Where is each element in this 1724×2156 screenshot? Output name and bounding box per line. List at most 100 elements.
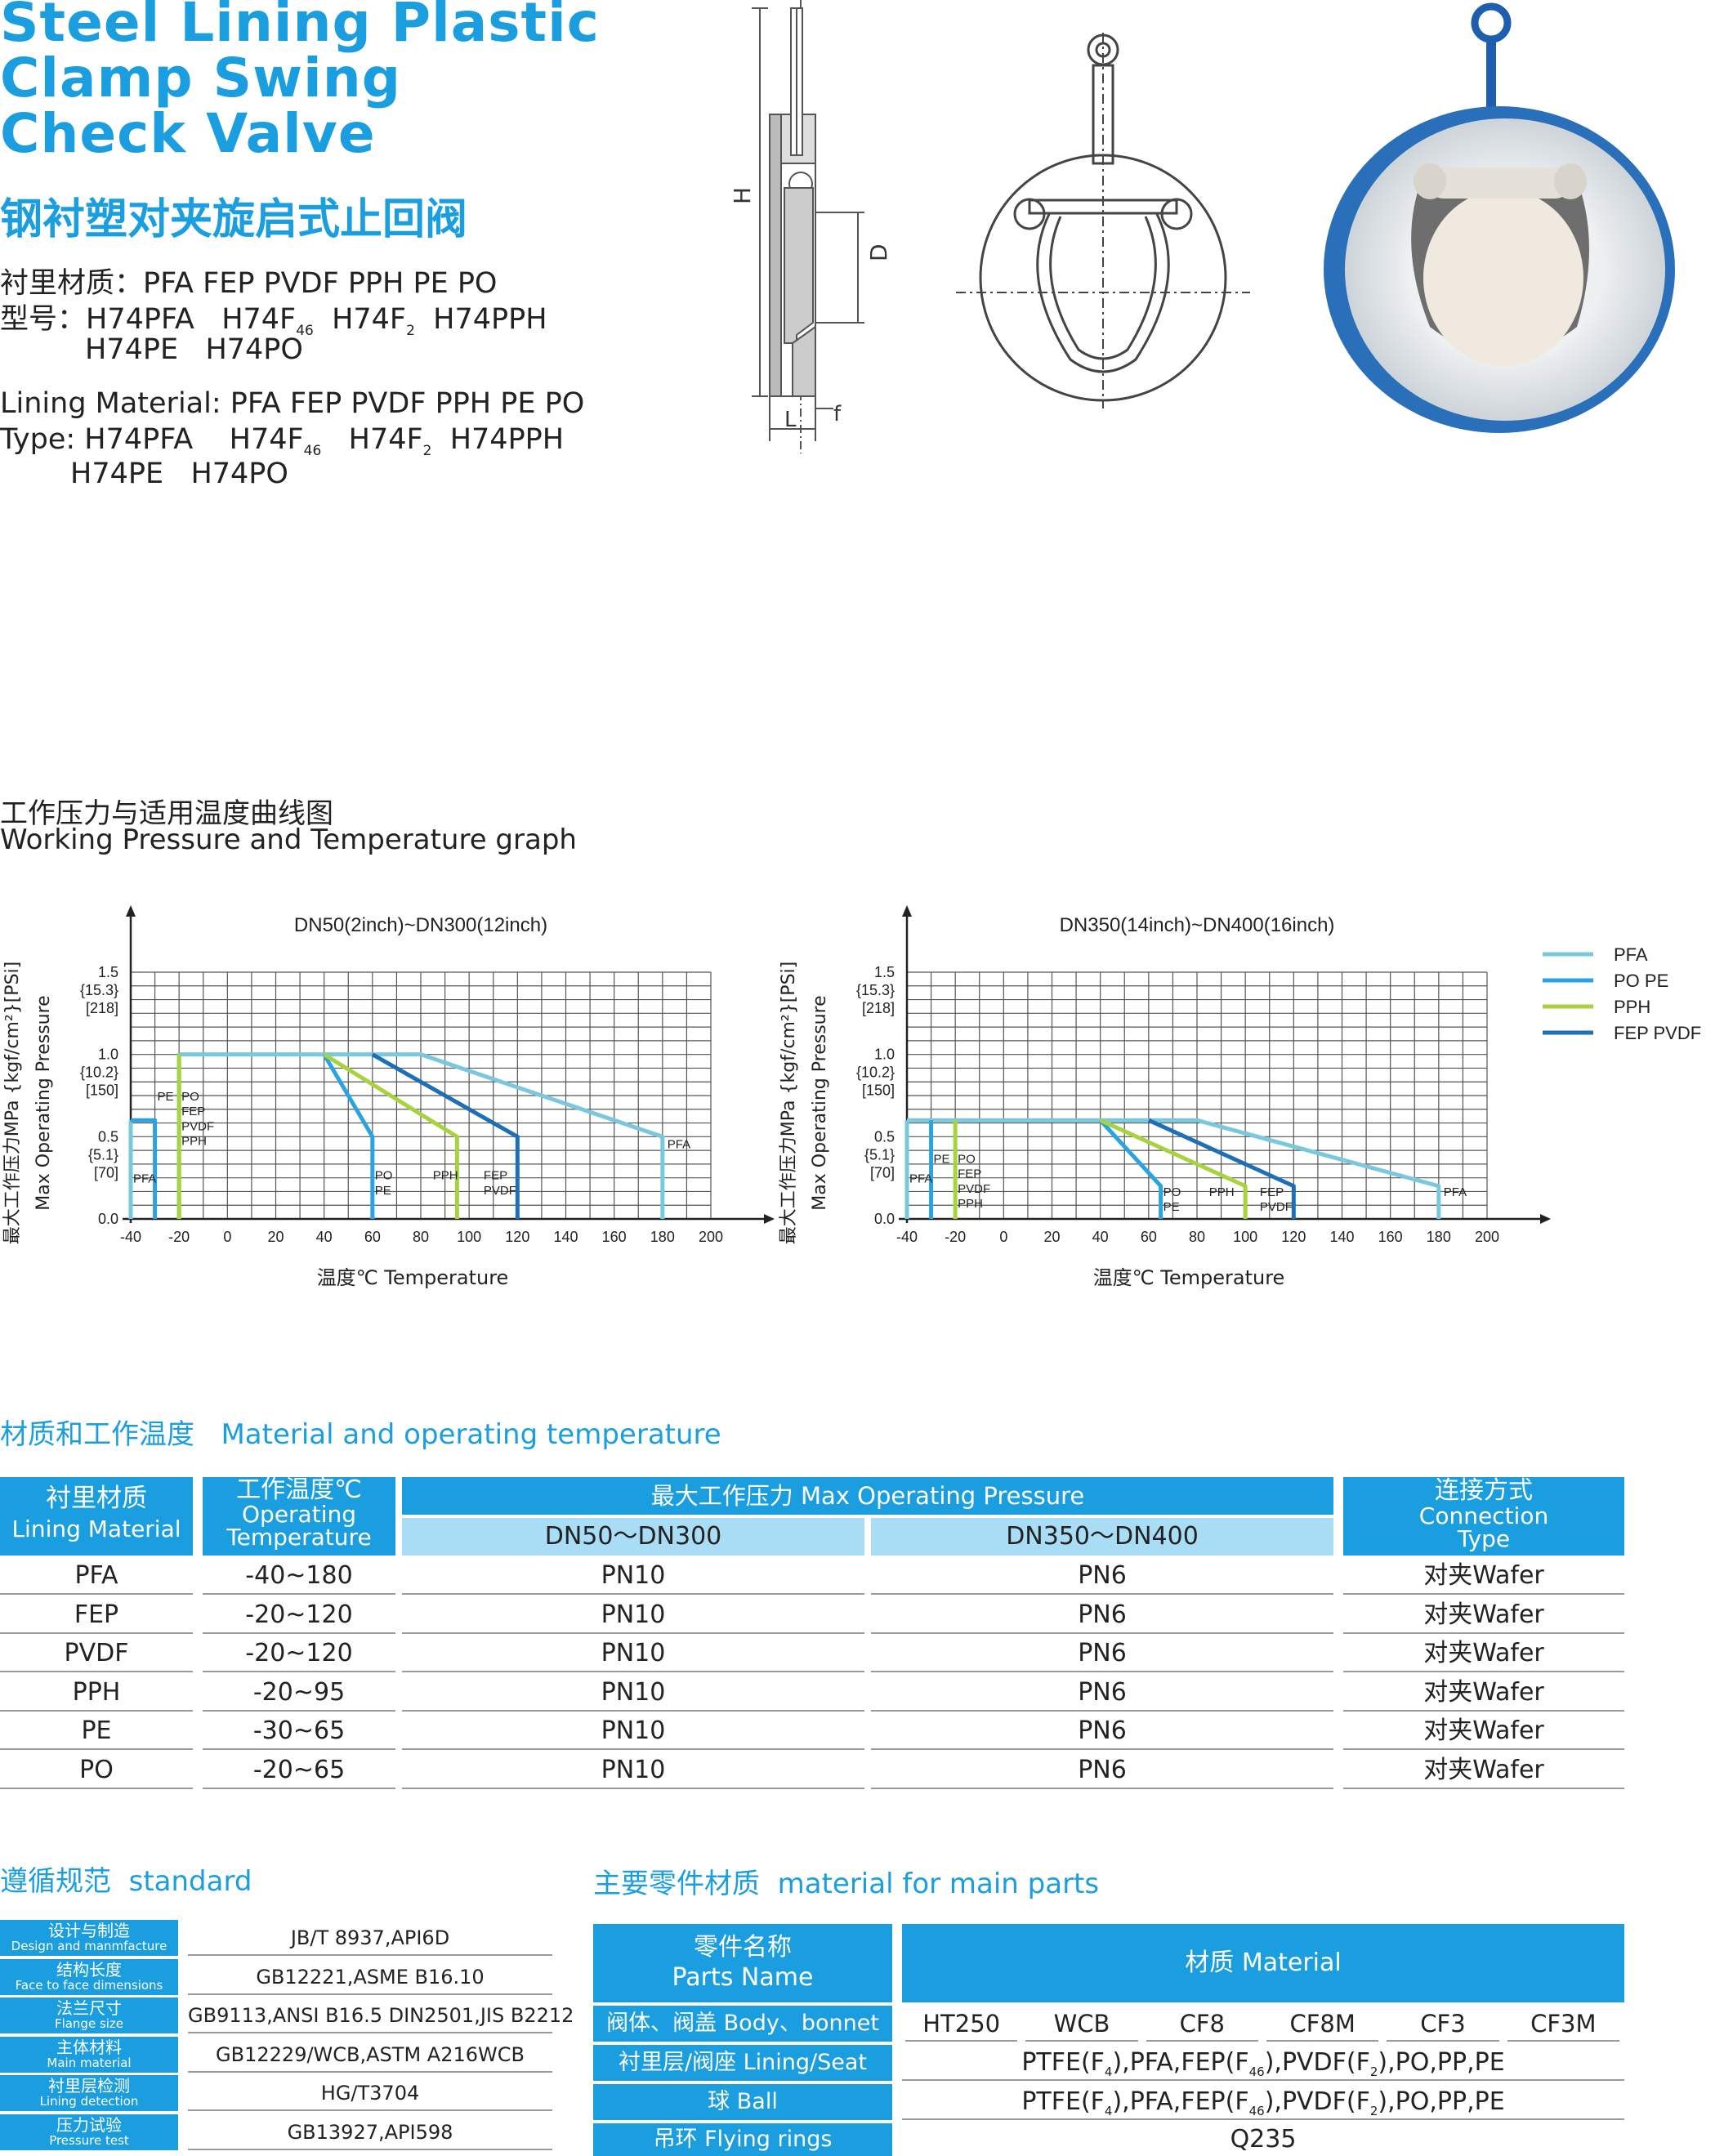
series-line-fep-pvdf (1147, 1118, 1296, 1219)
y-axis-label-en: Max Operating Pressure (33, 995, 54, 1210)
material-cell-p1: PN10 (402, 1674, 864, 1712)
th-conn-cn: 连接方式 (1435, 1476, 1533, 1505)
y-axis-label-en: Max Operating Pressure (810, 995, 830, 1210)
spec-text: Type: H74PFA H74F (0, 423, 304, 456)
parts-row-ball-value: PTFE(F4),PFA,FEP(F46),PVDF(F2),PO,PP,PE (902, 2084, 1624, 2120)
spec-text: H74F (313, 303, 407, 336)
th-dn2: DN350～DN400 (871, 1518, 1333, 1556)
th-dn1: DN50～DN300 (402, 1518, 864, 1556)
spec-en-line-2: Type: H74PFA H74F46 H74F2 H74PPH (0, 423, 564, 459)
series-annotation: PO (181, 1090, 199, 1104)
material-cell-p2: PN6 (871, 1752, 1333, 1789)
standard-label-cn: 压力试验 (56, 2114, 122, 2135)
series-annotation: FEP (181, 1105, 205, 1118)
series-annotation: PPH (958, 1197, 983, 1211)
ball-text: ),PVDF(F (1264, 2087, 1370, 2116)
material-cell-p1: PN10 (402, 1752, 864, 1789)
legend-label: FEP PVDF (1614, 1023, 1701, 1043)
chart-title: DN350(14inch)~DN400(16inch) (1060, 914, 1335, 936)
parts-caption: 主要零件材质 material for main parts (593, 1861, 1099, 1901)
th-material: 材质 Material (902, 1924, 1624, 2002)
spec-text: 型号：H74PFA H74F (0, 303, 297, 336)
lining-text: ),PVDF(F (1264, 2048, 1370, 2077)
chart-title: DN50(2inch)~DN300(12inch) (294, 914, 547, 936)
standard-label-cn: 法兰尺寸 (56, 1998, 122, 2018)
body-material-value: CF3 (1387, 2006, 1499, 2042)
standard-caption-en: standard (128, 1865, 252, 1898)
material-cell-p2: PN6 (871, 1674, 1333, 1712)
x-tick-label: 140 (1329, 1229, 1354, 1245)
spec-text: H74PPH (414, 303, 547, 336)
standard-row-value: GB13927,API598 (188, 2114, 552, 2150)
y-tick-kgf: {5.1} (88, 1146, 118, 1163)
material-table: 衬里材质 Lining Material 工作温度℃ Operating Tem… (0, 1476, 1634, 1790)
material-cell-p2: PN6 (871, 1557, 1333, 1595)
ball-text: PTFE(F (1021, 2087, 1105, 2116)
y-tick-kgf: {10.2} (856, 1065, 895, 1081)
x-tick-label: 180 (1427, 1229, 1451, 1245)
series-line-po-pe (1098, 1118, 1163, 1219)
x-tick-label: 200 (699, 1229, 723, 1245)
th-pressure: 最大工作压力 Max Operating Pressure (402, 1477, 1333, 1515)
spec-en-line-3: H74PE H74PO (70, 458, 288, 490)
label-h: H (729, 187, 756, 204)
y-tick-label: 1.5 (98, 964, 118, 980)
y-tick-kgf: {10.2} (80, 1065, 118, 1081)
material-cell-c: 对夹Wafer (1343, 1712, 1624, 1750)
x-tick-label: 40 (316, 1229, 333, 1245)
spec-sub: 2 (422, 443, 432, 459)
x-tick-label: 100 (1233, 1229, 1257, 1245)
ball-sub: 46 (1248, 2104, 1265, 2118)
y-tick-label: 0.5 (874, 1128, 895, 1145)
x-tick-label: -40 (120, 1229, 141, 1245)
standard-row-value: GB12229/WCB,ASTM A216WCB (188, 2037, 552, 2073)
standard-label-cn: 衬里层检测 (48, 2076, 130, 2096)
standard-caption: 遵循规范 standard (0, 1859, 252, 1899)
material-cell-p1: PN10 (402, 1557, 864, 1595)
th-parts-name-cn: 零件名称 (694, 1933, 792, 1962)
spec-sub: 2 (406, 323, 415, 339)
spec-cn-line-3: H74PE H74PO (85, 333, 303, 366)
y-tick-psi: [150] (862, 1082, 895, 1099)
x-tick-label: 40 (1092, 1229, 1109, 1245)
x-axis-label: 温度℃ Temperature (317, 1266, 509, 1289)
th-temp: 工作温度℃ Operating Temperature (203, 1477, 395, 1556)
x-tick-label: 0 (999, 1229, 1007, 1245)
series-line-po-pe (322, 1053, 375, 1219)
x-tick-label: 20 (267, 1229, 284, 1245)
y-tick-kgf: {5.1} (864, 1146, 895, 1163)
series-line-pfa (907, 1118, 1441, 1219)
series-annotation: PVDF (1260, 1200, 1293, 1214)
standard-row-value: JB/T 8937,API6D (188, 1920, 552, 1956)
material-cell-m: FEP (0, 1596, 193, 1634)
material-cell-p1: PN10 (402, 1596, 864, 1634)
spec-sub: 46 (296, 323, 314, 339)
th-temp-en1: Operating (242, 1501, 356, 1528)
material-cell-t: -30~65 (203, 1712, 395, 1750)
standard-label-cn: 结构长度 (56, 1959, 122, 1980)
series-annotation: PVDF (181, 1119, 214, 1133)
x-tick-label: 80 (1189, 1229, 1205, 1245)
x-tick-label: 0 (223, 1229, 231, 1245)
legend-label: PFA (1614, 944, 1648, 965)
x-axis-arrow (1540, 1214, 1551, 1224)
x-tick-label: 160 (1378, 1229, 1403, 1245)
material-caption-cn: 材质和工作温度 (0, 1418, 194, 1451)
x-tick-label: 60 (1141, 1229, 1157, 1245)
standard-label-en: Main material (47, 2055, 132, 2070)
lining-text: PTFE(F (1021, 2048, 1105, 2077)
series-annotation: FEP (484, 1169, 507, 1183)
material-cell-c: 对夹Wafer (1343, 1635, 1624, 1672)
y-tick-label: 1.5 (874, 964, 895, 980)
x-tick-label: -40 (896, 1229, 918, 1245)
material-cell-m: PE (0, 1712, 193, 1750)
material-cell-m: PO (0, 1752, 193, 1789)
